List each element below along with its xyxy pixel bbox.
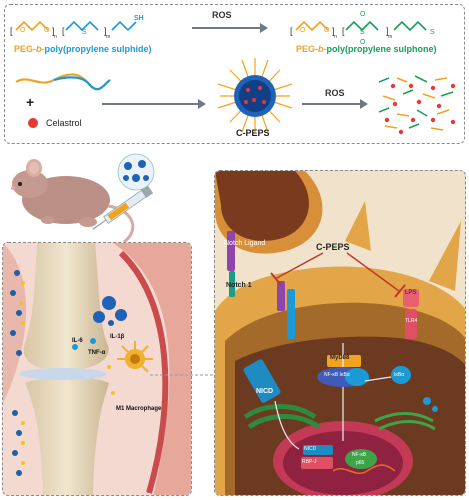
- tlr4-label: TLR4: [405, 318, 418, 324]
- nanoparticle-label: C-PEPS: [236, 128, 270, 138]
- sulphone-label: poly(propylene sulphone): [326, 44, 437, 54]
- joint-panel: [2, 242, 192, 496]
- svg-text:O: O: [360, 11, 366, 18]
- mouse-injection-illustration: [11, 153, 155, 244]
- plus-sign: +: [26, 94, 35, 110]
- nicd-label: NICD: [256, 388, 274, 395]
- svg-text:O: O: [44, 27, 50, 34]
- svg-text:O: O: [300, 27, 306, 34]
- svg-text:O: O: [324, 27, 330, 34]
- svg-text:m: m: [388, 34, 392, 40]
- lps-label: LPS: [405, 290, 417, 296]
- svg-text:n: n: [54, 34, 57, 40]
- cell-panel: [214, 170, 466, 496]
- pps-structure: [ O O ] n [ S ] m SH: [10, 15, 144, 40]
- sulphone-structure: [ O O ] n [ S O O ] m S: [290, 11, 435, 46]
- polymer-strand: [15, 73, 111, 91]
- peg-label: PEG: [14, 44, 34, 54]
- nicd-nucleus-label: NICD: [304, 446, 317, 452]
- myd88-label: MyD88: [330, 355, 350, 361]
- block-label: -b-: [33, 44, 45, 54]
- ros-label-1: ROS: [212, 10, 232, 20]
- svg-text:S: S: [360, 29, 365, 36]
- celastrol-dot: [28, 118, 38, 128]
- pps-label: poly(propylene sulphide): [44, 44, 152, 54]
- m1-macrophage-label: M1 Macrophage: [116, 406, 162, 412]
- rbpj-label: RBP-J: [302, 459, 317, 465]
- nfkb-ikba-label: NF-κB IκBα: [324, 372, 350, 378]
- svg-text:O: O: [20, 27, 26, 34]
- c-peps-nanoparticle: [217, 58, 293, 133]
- cell-signaling-illustration: [215, 171, 465, 495]
- svg-text:]: ]: [332, 26, 335, 36]
- svg-text:]: ]: [104, 26, 107, 36]
- svg-text:[: [: [62, 26, 65, 36]
- svg-text:[: [: [10, 26, 13, 36]
- celastrol-label: Celastrol: [46, 118, 82, 128]
- ikba-label: IκBα: [394, 372, 405, 378]
- ros-arrow-2: [302, 99, 368, 109]
- svg-text:O: O: [360, 39, 366, 46]
- pps-name: PEG-b-poly(propylene sulphide): [14, 44, 152, 54]
- sulphone-name: PEG-b-poly(propylene sulphone): [296, 44, 437, 54]
- p65-label: p65: [356, 460, 365, 466]
- notch1-label: Notch 1: [226, 282, 252, 289]
- svg-text:m: m: [106, 34, 110, 40]
- c-peps-inhibitor-label: C-PEPS: [316, 242, 350, 252]
- svg-text:[: [: [290, 26, 293, 36]
- svg-text:[: [: [342, 26, 345, 36]
- svg-text:SH: SH: [134, 15, 144, 22]
- svg-text:n: n: [334, 34, 337, 40]
- block-label-2: -b-: [315, 44, 327, 54]
- il1b-label: IL-1β: [110, 334, 125, 340]
- ros-label-2: ROS: [325, 88, 345, 98]
- nfkb-nucleus-label: NF-κB: [352, 452, 367, 458]
- knee-joint-illustration: [3, 243, 191, 495]
- il6-label: IL-6: [72, 338, 83, 344]
- svg-text:S: S: [430, 29, 435, 36]
- synthesis-panel: [4, 4, 465, 144]
- zoom-connector: [150, 374, 220, 376]
- assembly-arrow: [102, 99, 206, 109]
- svg-text:]: ]: [386, 26, 389, 36]
- svg-text:S: S: [82, 29, 87, 36]
- tnf-label: TNF-α: [88, 350, 106, 356]
- ros-arrow-1: [192, 23, 268, 33]
- svg-text:]: ]: [52, 26, 55, 36]
- notch-ligand-label: Notch Ligand: [224, 240, 266, 247]
- peg-label-2: PEG: [296, 44, 316, 54]
- released-fragments: [378, 75, 456, 135]
